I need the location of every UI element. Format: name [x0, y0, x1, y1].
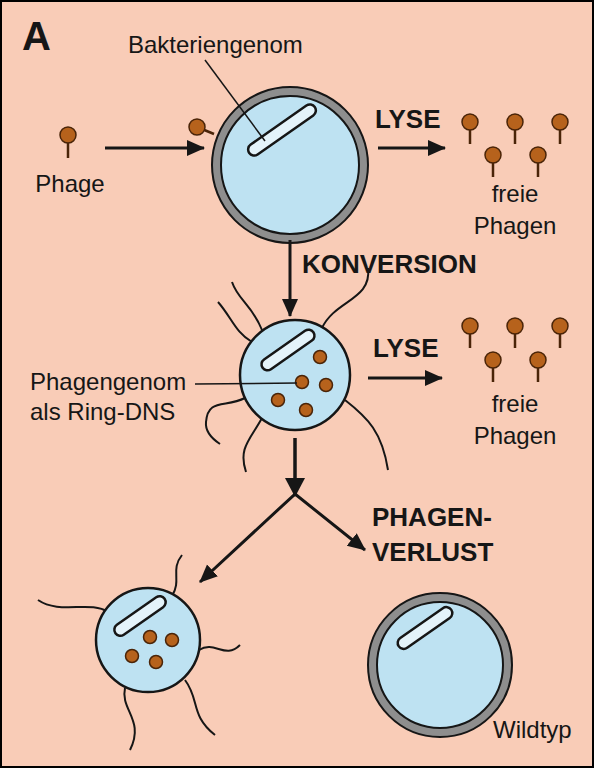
node-label: Wildtyp [493, 714, 571, 746]
bacterial-genome [112, 594, 168, 638]
free-phages: freie Phagen [450, 314, 580, 449]
flagellum [206, 398, 245, 444]
cell-wall [212, 87, 368, 243]
node-shape [212, 87, 368, 243]
process-label: LYSE [373, 331, 493, 366]
phage-head [485, 147, 501, 163]
phage-head [552, 318, 568, 334]
flagellum [172, 555, 182, 596]
phage-head [507, 318, 523, 334]
phage-ring-dna [272, 394, 285, 407]
node-drawing [189, 87, 368, 243]
process-label: PHAGEN- VERLUST [372, 500, 522, 570]
cell-body [221, 96, 359, 234]
free-phages: freie Phagen [450, 108, 580, 238]
bacterial-genome [246, 102, 318, 158]
phage-head [507, 114, 523, 130]
cell-body [377, 602, 503, 728]
part-label: Phagengenom als Ring-DNS [30, 367, 215, 427]
host-bacterium [212, 87, 368, 243]
flagellum [243, 418, 262, 472]
phage-ring-dna [166, 634, 179, 647]
cell-body [240, 320, 350, 430]
node-shape [96, 588, 200, 692]
flagellum [345, 400, 388, 470]
node-drawing [368, 593, 512, 737]
node-label: freie Phagen [465, 178, 565, 242]
node-shape [240, 320, 350, 430]
process-label: KONVERSION [302, 247, 542, 282]
process-arrow [105, 147, 204, 150]
phage-head [189, 119, 205, 135]
panel-letter: A [22, 14, 82, 58]
wildtype-bacterium: Wildtyp [368, 593, 568, 748]
flagellum [124, 688, 135, 750]
process-arrow [368, 377, 442, 380]
cell-body [96, 588, 200, 692]
node-drawing [206, 268, 388, 472]
phage-ring-dna [144, 631, 157, 644]
phage-ring-dna [320, 379, 333, 392]
process-arrow [295, 438, 365, 550]
flagellum [232, 282, 262, 330]
node-drawing [462, 114, 568, 177]
phage-head [530, 352, 546, 368]
process-arrow [378, 147, 445, 150]
phage-ring-dna [126, 650, 139, 663]
bacterial-genome [395, 605, 454, 652]
flagellum [185, 680, 215, 735]
phage-head [530, 147, 546, 163]
node-label: freie Phagen [465, 388, 565, 452]
flagellum [218, 302, 252, 342]
flagellum [199, 645, 240, 651]
node-drawing [462, 318, 568, 382]
phage-head [462, 114, 478, 130]
phage-ring-dna [296, 376, 309, 389]
phage-ring-dna [300, 404, 313, 417]
process-arrow [289, 240, 292, 316]
phage-head [485, 352, 501, 368]
node-label: Phage [20, 168, 120, 200]
phage-ring-dna [150, 656, 163, 669]
node-drawing [60, 127, 76, 158]
phage-head [462, 318, 478, 334]
phage-ring-dna [314, 351, 327, 364]
lysogenic-bacterium [240, 320, 350, 430]
lysogenic-bacterium [96, 588, 200, 692]
cell-wall [368, 593, 512, 737]
process-arrow [200, 438, 295, 582]
bacterial-genome [259, 327, 317, 372]
process-label: LYSE [375, 102, 495, 137]
junction-arrowhead [285, 478, 305, 497]
node-drawing [38, 555, 240, 750]
flagellum [38, 600, 108, 612]
phage-head [552, 114, 568, 130]
part-label: Bakteriengenom [128, 30, 368, 60]
phage-icon: Phage [20, 112, 120, 200]
phage-head [60, 127, 76, 143]
